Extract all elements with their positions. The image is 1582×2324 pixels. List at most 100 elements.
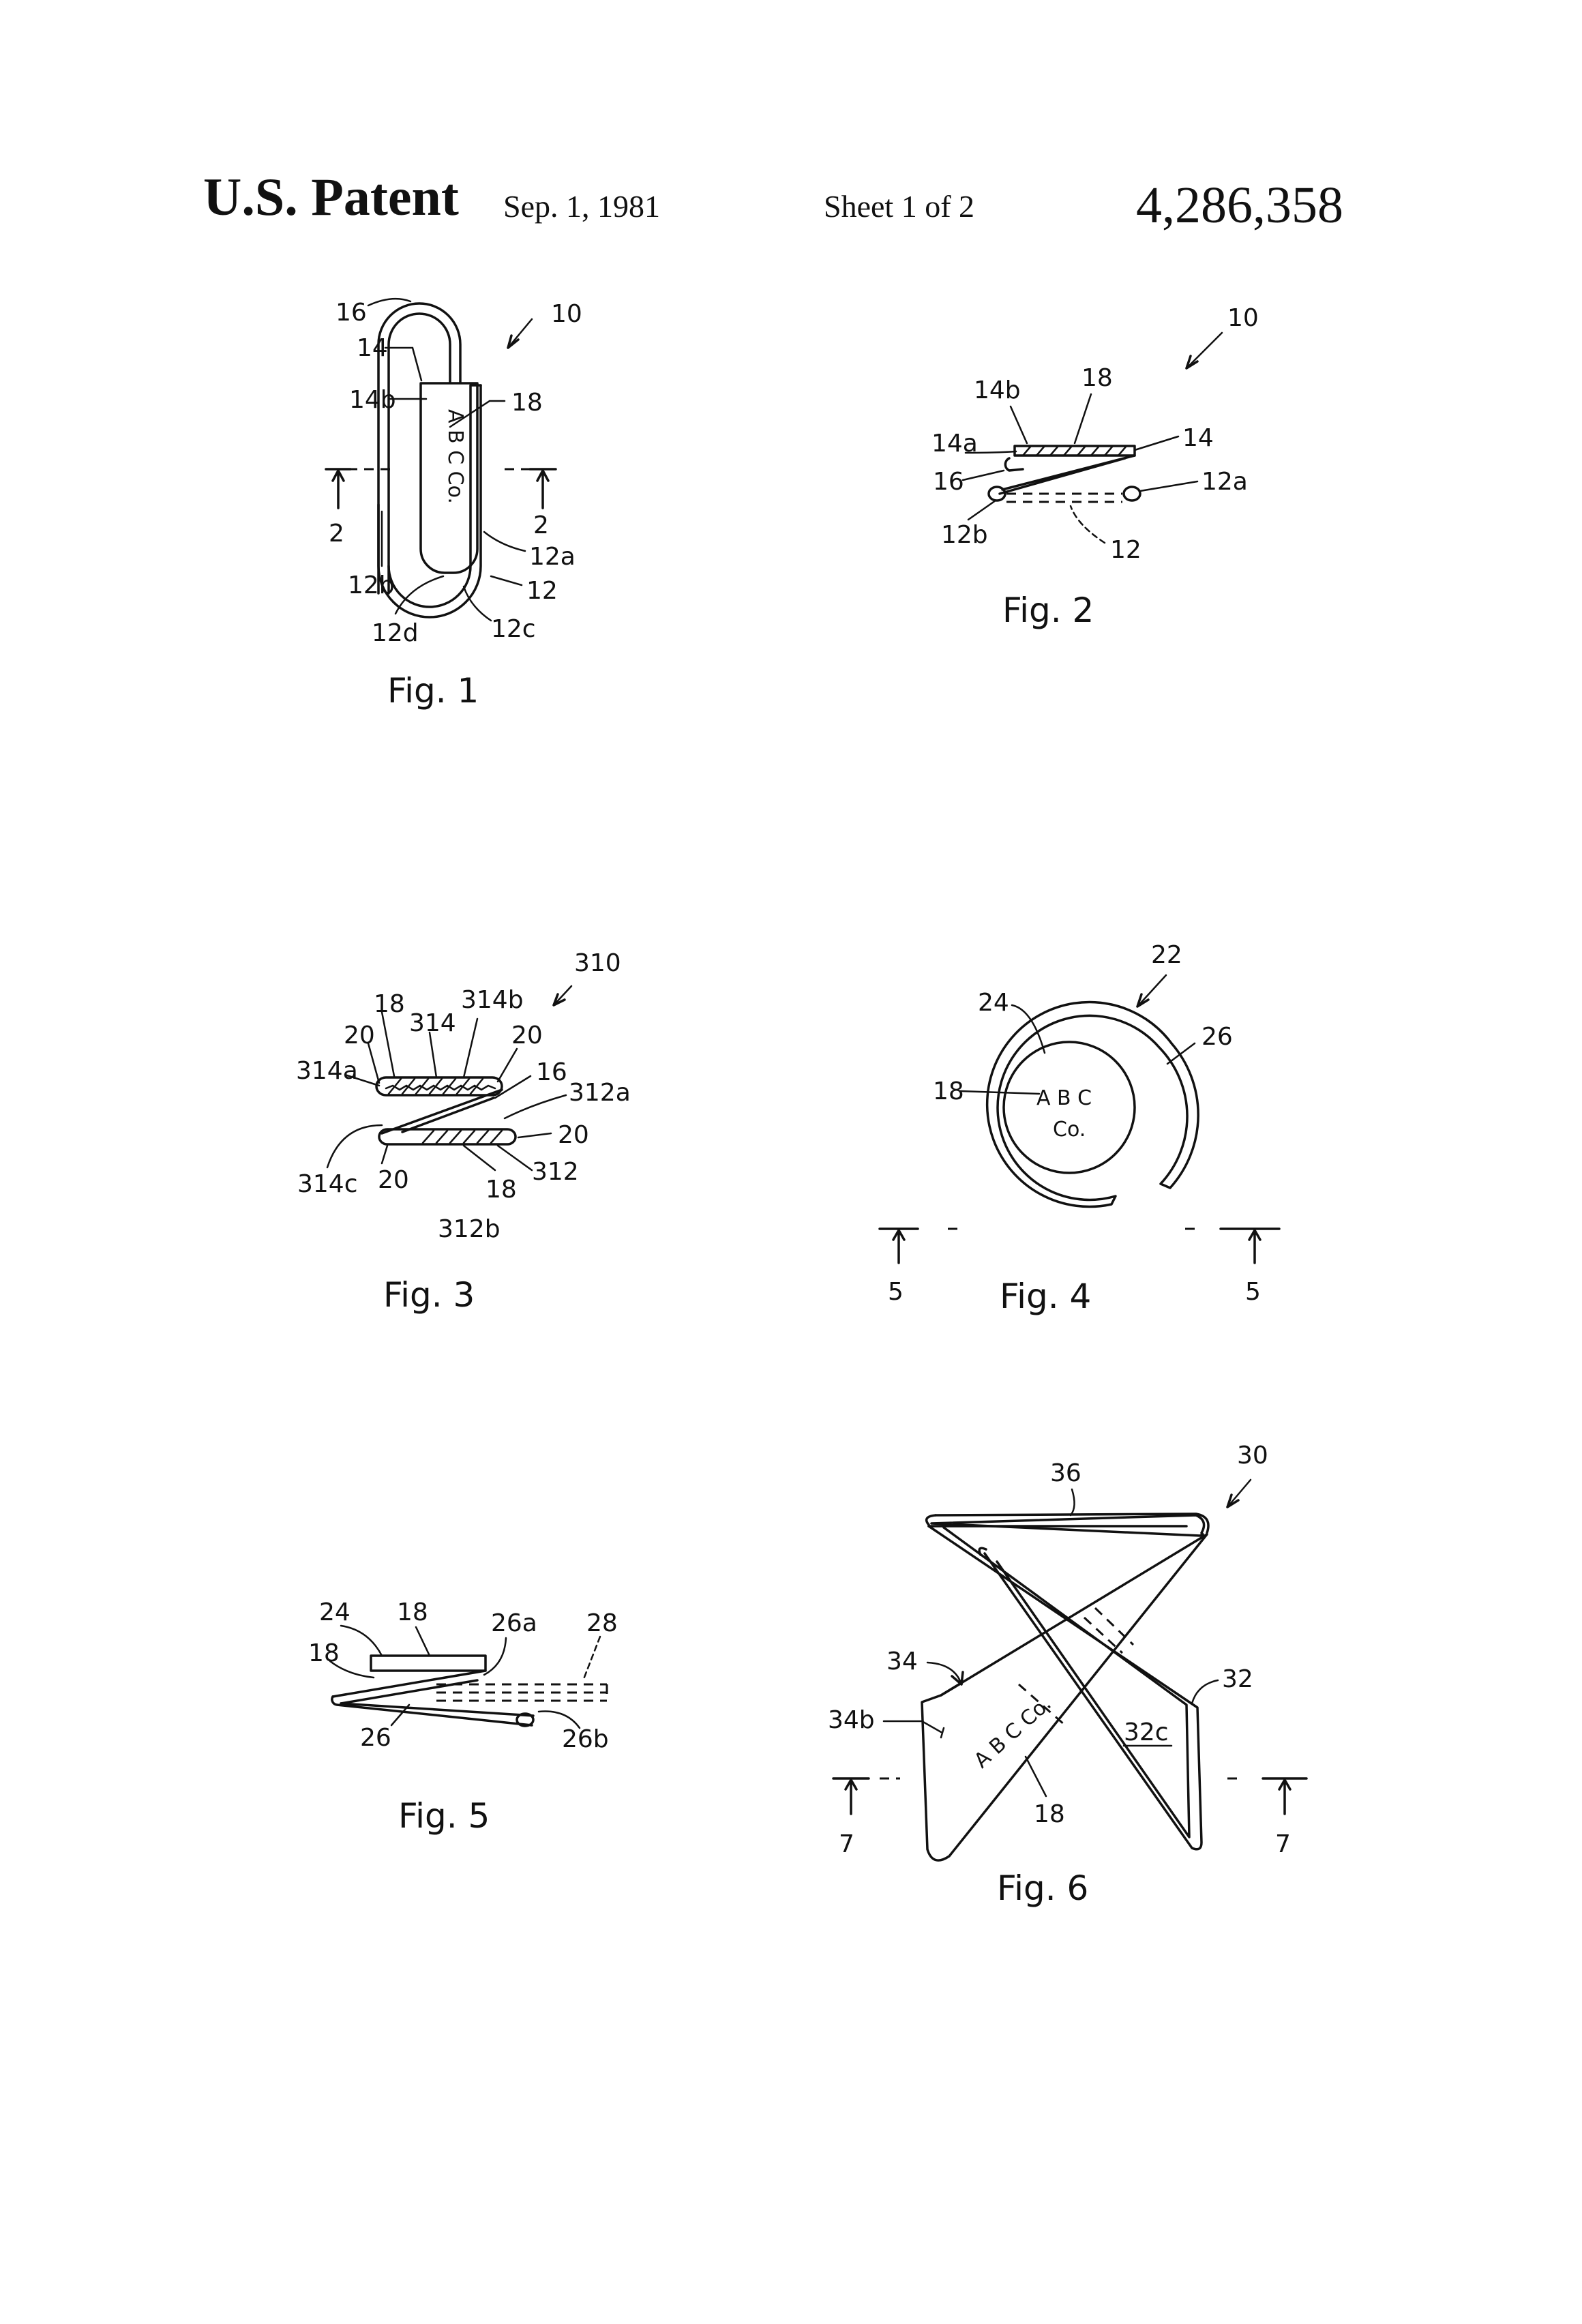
- fig3-label-314c: 314c: [297, 1170, 358, 1198]
- fig4-arrow-left: [893, 1230, 904, 1263]
- fig1-leader-14: [385, 348, 421, 381]
- fig3-label-20-right: 20: [511, 1022, 543, 1049]
- fig4-label-5-left: 5: [888, 1278, 904, 1306]
- fig1-leader-16: [368, 299, 411, 306]
- fig6-arrow-right: [1279, 1780, 1290, 1814]
- fig6-label-7-right: 7: [1275, 1830, 1291, 1858]
- fig2-label-12: 12: [1110, 536, 1141, 564]
- fig1-leader-12d: [395, 576, 443, 614]
- fig4-spiral-26: [987, 1002, 1199, 1207]
- fig3-label-312: 312: [532, 1158, 579, 1186]
- fig6-label-18: 18: [1034, 1800, 1065, 1828]
- fig3-label-20-left: 20: [344, 1022, 375, 1049]
- figure-6: A B C Co. 30 36 34 32 34b 32c 18: [828, 1442, 1307, 1908]
- fig2-wire-diagonal: [1000, 456, 1135, 494]
- fig6-band-edge: [941, 1683, 961, 1695]
- fig1-arrow-right: [537, 471, 548, 508]
- fig2-bend-16: [1005, 458, 1023, 471]
- fig3-label-312b: 312b: [438, 1215, 501, 1243]
- fig6-leader-30: [1227, 1480, 1251, 1507]
- fig3-label-312a: 312a: [569, 1079, 631, 1107]
- fig6-leader-32: [1192, 1680, 1218, 1703]
- fig5-leader-24: [341, 1626, 382, 1656]
- fig1-clip-inner-top: [389, 314, 450, 593]
- fig3-leader-314b: [464, 1019, 477, 1077]
- fig1-label-10: 10: [551, 300, 582, 328]
- fig6-arrow-left: [846, 1780, 856, 1814]
- fig1-leader-12c: [464, 586, 491, 621]
- fig5-label-28: 28: [586, 1609, 618, 1637]
- fig2-label-14: 14: [1182, 424, 1214, 452]
- fig2-leader-12: [1071, 506, 1105, 543]
- fig3-label-20-low: 20: [378, 1166, 409, 1194]
- figure-4: A B C Co. 22 24 26 18 5 5 Fig. 4: [880, 941, 1279, 1316]
- fig3-label-18-low: 18: [486, 1176, 517, 1204]
- fig1-label-12a: 12a: [529, 543, 576, 571]
- fig6-caption: Fig. 6: [997, 1868, 1088, 1908]
- fig6-label-34b: 34b: [828, 1706, 875, 1734]
- figure-5: 24 18 26a 28 18 26 26b Fig. 5: [308, 1598, 618, 1836]
- fig6-leader-36: [1071, 1489, 1075, 1515]
- fig4-leader-22: [1137, 975, 1166, 1007]
- fig6-label-32c: 32c: [1124, 1718, 1169, 1746]
- fig1-label-16: 16: [335, 299, 367, 327]
- fig4-disc-text-1: A B C: [1036, 1086, 1092, 1110]
- fig5-label-26: 26: [360, 1724, 391, 1752]
- fig2-caption: Fig. 2: [1002, 591, 1094, 630]
- fig3-leader-314: [430, 1032, 436, 1077]
- fig1-label-18: 18: [511, 389, 543, 417]
- fig3-leader-312: [498, 1146, 532, 1170]
- fig2-leader-14b: [1011, 406, 1027, 443]
- fig2-leader-12b: [968, 501, 996, 520]
- fig1-label-12: 12: [526, 577, 558, 605]
- fig2-leader-14: [1135, 436, 1178, 450]
- fig3-leader-314c: [327, 1125, 382, 1167]
- fig2-label-14a: 14a: [931, 430, 978, 458]
- fig1-caption: Fig. 1: [387, 671, 479, 711]
- fig5-label-18-left: 18: [308, 1639, 340, 1667]
- fig2-hatching: [1023, 446, 1126, 456]
- fig5-label-26a: 26a: [491, 1609, 537, 1637]
- fig3-label-310: 310: [574, 949, 621, 977]
- fig5-caption: Fig. 5: [398, 1796, 490, 1836]
- fig5-leader-28: [584, 1637, 600, 1679]
- fig5-object-28-hidden: [436, 1684, 607, 1701]
- fig1-label-12d: 12d: [372, 619, 419, 647]
- fig1-label-2-left: 2: [329, 520, 344, 548]
- fig3-leader-312a: [505, 1095, 566, 1118]
- fig1-leader-12: [491, 576, 522, 585]
- fig3-label-16: 16: [536, 1058, 567, 1086]
- fig2-leader-16: [963, 471, 1004, 480]
- fig1-leader-12a: [484, 532, 525, 551]
- fig3-leader-18-low: [464, 1146, 495, 1170]
- fig6-leader-34b: [884, 1721, 944, 1738]
- fig6-right-wire-outer: [929, 1526, 1202, 1849]
- fig5-disc-section: [371, 1656, 486, 1671]
- fig4-label-5-right: 5: [1245, 1278, 1261, 1306]
- fig6-label-7-left: 7: [839, 1830, 854, 1858]
- fig6-band-text: A B C Co.: [970, 1692, 1056, 1773]
- fig6-hidden-lines-top: [1084, 1608, 1133, 1653]
- fig6-label-34: 34: [886, 1648, 918, 1675]
- fig2-wire-12-hidden: [1006, 494, 1122, 502]
- fig3-lower-hatching: [423, 1131, 502, 1143]
- fig6-arrowhead-34: [952, 1672, 963, 1684]
- fig4-label-18: 18: [933, 1077, 964, 1105]
- fig4-caption: Fig. 4: [1000, 1277, 1091, 1316]
- fig3-caption: Fig. 3: [383, 1275, 475, 1315]
- fig5-leader-18-top: [416, 1627, 430, 1656]
- fig1-label-12b: 12b: [348, 571, 395, 599]
- fig4-leader-26: [1167, 1043, 1195, 1064]
- fig3-leader-16: [495, 1076, 531, 1098]
- fig3-label-314a: 314a: [296, 1057, 358, 1085]
- fig5-label-26b: 26b: [562, 1725, 609, 1753]
- fig1-label-12c: 12c: [491, 615, 536, 643]
- fig4-label-22: 22: [1151, 941, 1182, 969]
- fig4-disc-text-2: Co.: [1053, 1118, 1086, 1142]
- fig6-label-30: 30: [1237, 1442, 1268, 1470]
- fig3-label-18-top: 18: [374, 990, 405, 1018]
- figure-3: 310 18 314 314b 20 20 314a 16 312a 20 31…: [296, 949, 631, 1315]
- figure-2: 10 14b 18 14a 14 16 12a 12b 12 Fig. 2: [931, 304, 1259, 630]
